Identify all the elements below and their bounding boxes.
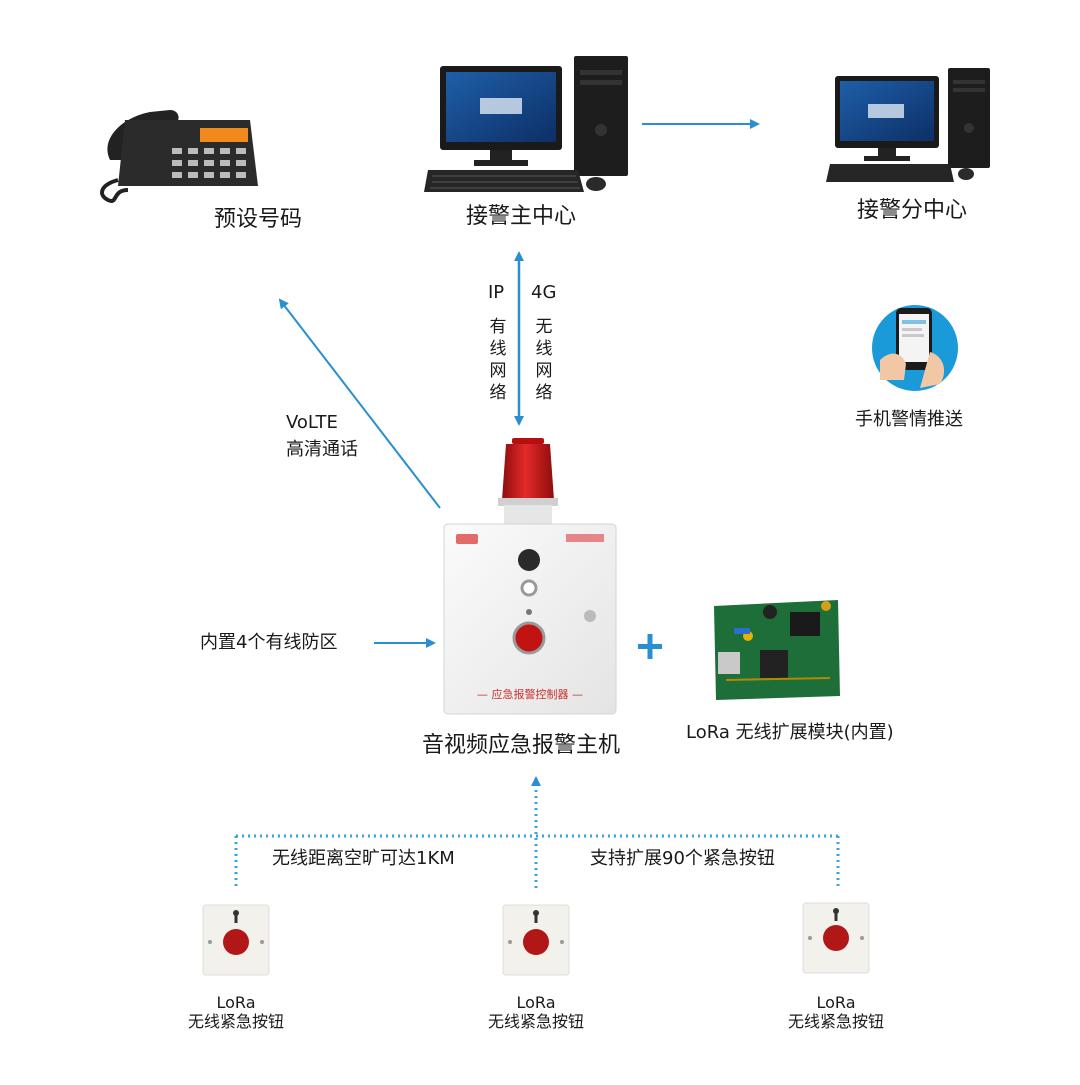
emergency-button-icon [202,904,270,976]
wireless-network-label: 无线网络 [535,317,553,403]
volte-arrow [278,298,441,509]
mobile-phone-icon [872,305,958,391]
telephone-icon [100,110,258,203]
sub-center-computer-icon [826,68,990,182]
mobile-push-label: 手机警情推送 [855,409,963,430]
expand-capacity-label: 支持扩展90个紧急按钮 [590,848,775,869]
ip-label: IP [488,282,505,303]
volte-label: VoLTE [286,412,338,433]
main-center-label: 接警主中心 [466,204,577,229]
wireless-range-label: 无线距离空旷可达1KM [272,848,455,869]
host-label: 音视频应急报警主机 [422,733,621,758]
plus-icon [638,634,662,659]
4g-label: 4G [531,282,557,303]
alarm-beacon-icon [498,438,558,527]
wireless-link-lines [234,776,840,888]
lora-module-label: LoRa 无线扩展模块(内置) [686,722,894,743]
hd-call-label: 高清通话 [286,439,358,460]
sub-center-label: 接警分中心 [857,198,968,223]
main-center-computer-icon [424,56,628,192]
alarm-host-box [443,523,617,715]
preset-number-label: 预设号码 [214,207,303,232]
emergency-button-icon [502,904,570,976]
emergency-button-icon [802,902,870,974]
lora-module-icon [714,600,840,700]
wired-zones-label: 内置4个有线防区 [200,632,338,653]
host-panel-label: — 应急报警控制器 — [477,688,583,701]
wired-network-label: 有线网络 [489,317,507,403]
